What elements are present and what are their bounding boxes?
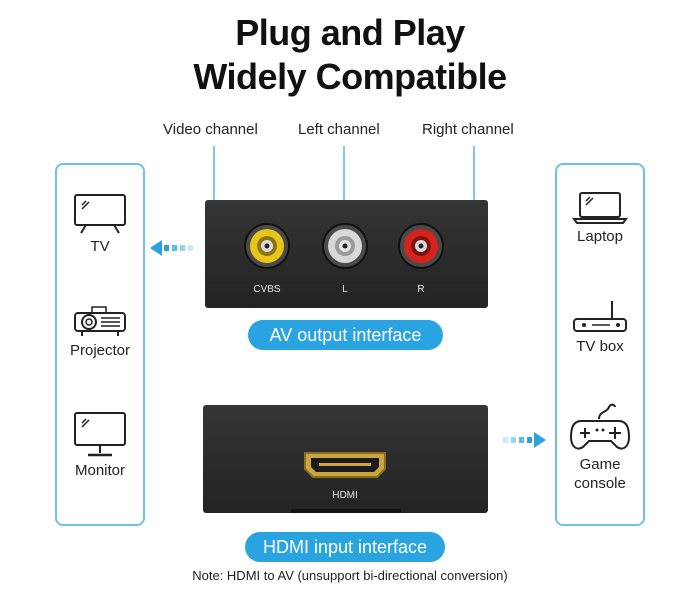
- output-arrow-icon: [150, 240, 193, 256]
- av-output-interface-label: AV output interface: [248, 320, 443, 350]
- gamepad-icon: [569, 403, 631, 450]
- projector-label: Projector: [69, 342, 131, 359]
- laptop-icon: [572, 192, 628, 224]
- hdmi-input-device: HDMI: [203, 405, 488, 513]
- laptop-label: Laptop: [577, 228, 623, 245]
- game-console-label: Game console: [574, 456, 626, 492]
- title-line-1: Plug and Play: [235, 12, 465, 53]
- monitor-device: Monitor: [57, 411, 143, 480]
- tv-icon: [74, 194, 126, 234]
- left-channel-label: Left channel: [298, 121, 380, 138]
- projector-device: Projector: [57, 305, 143, 360]
- monitor-label: Monitor: [74, 462, 126, 479]
- hdmi-port-label: HDMI: [332, 490, 358, 501]
- right-audio-port: [398, 223, 444, 269]
- hdmi-input-interface-label: HDMI input interface: [245, 532, 445, 562]
- compatibility-note: Note: HDMI to AV (unsupport bi-direction…: [192, 568, 508, 583]
- left-audio-port: [322, 223, 368, 269]
- av-ports: [244, 223, 444, 269]
- monitor-icon: [74, 412, 126, 457]
- input-arrow-icon: [503, 432, 546, 448]
- left-port-label: L: [342, 284, 348, 295]
- tv-box-label: TV box: [576, 338, 624, 355]
- title-line-2: Widely Compatible: [193, 56, 507, 97]
- game-console-device: Game console: [557, 403, 643, 493]
- left-channel-guide: [343, 146, 345, 226]
- tv-box-icon: [573, 301, 627, 332]
- right-port-label: R: [417, 284, 425, 295]
- tv-box-device: TV box: [557, 299, 643, 356]
- cvbs-port: [244, 223, 290, 269]
- cvbs-port-label: CVBS: [253, 284, 281, 295]
- tv-label: TV: [90, 238, 110, 255]
- av-output-device: CVBS L R: [205, 200, 488, 308]
- hdmi-port: [291, 452, 401, 513]
- tv-device: TV: [57, 193, 143, 256]
- projector-icon: [74, 306, 126, 336]
- right-channel-label: Right channel: [422, 121, 514, 138]
- output-devices-panel: TV Projector Monitor: [55, 163, 145, 526]
- input-devices-panel: Laptop TV box Game console: [555, 163, 645, 526]
- laptop-device: Laptop: [557, 191, 643, 246]
- video-channel-guide: [213, 146, 215, 244]
- right-channel-guide: [473, 146, 475, 244]
- video-channel-label: Video channel: [163, 121, 258, 138]
